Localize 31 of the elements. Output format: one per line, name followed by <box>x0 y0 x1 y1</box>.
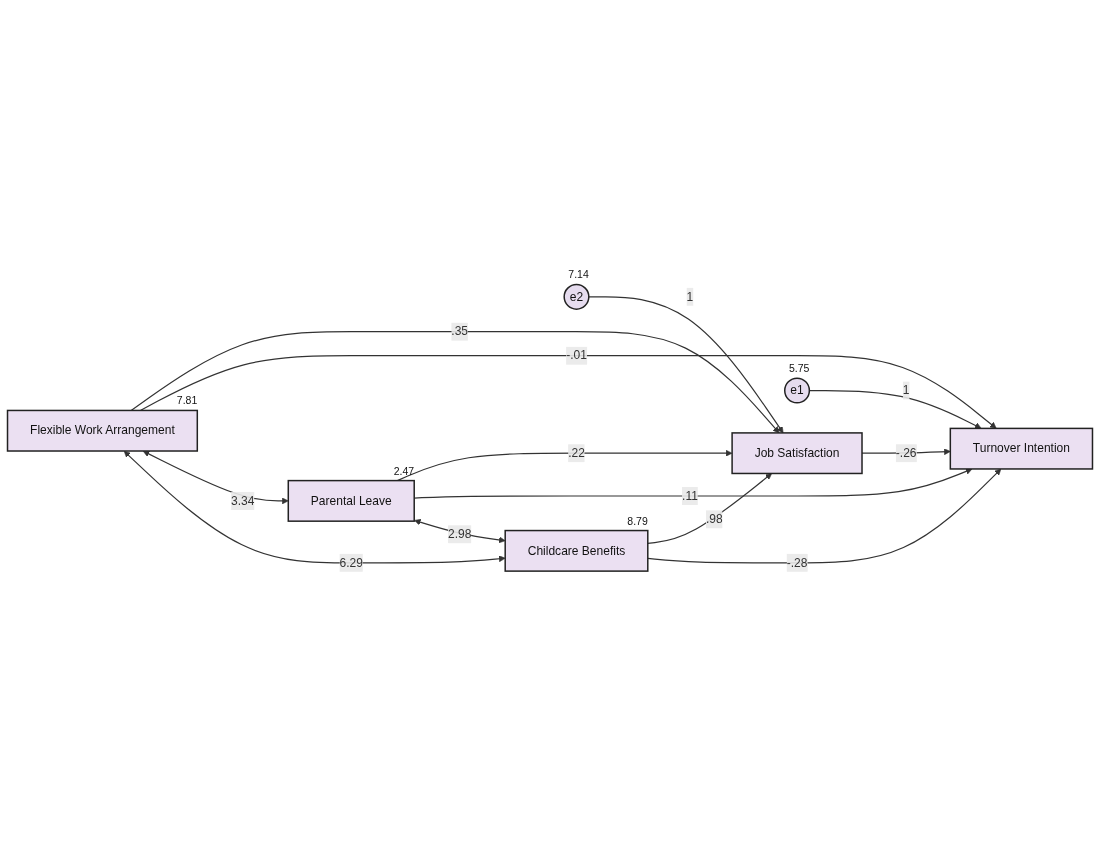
variance-label: 7.14 <box>568 268 589 281</box>
edge-label: .35 <box>451 324 469 338</box>
arrow <box>396 449 733 482</box>
variance-label: 2.47 <box>393 464 415 477</box>
arrow <box>647 468 1002 564</box>
arrow <box>142 450 289 504</box>
variance-label: 5.75 <box>788 362 810 375</box>
node-circle: e1 <box>784 377 811 404</box>
edge-label: -.01 <box>566 348 587 362</box>
arrow <box>647 473 772 544</box>
edge-label: 6.29 <box>339 555 363 569</box>
edge-label: -.26 <box>895 446 917 460</box>
node-circle: e2 <box>563 283 590 310</box>
edge-label: .98 <box>705 512 723 526</box>
edge-label: .22 <box>568 446 585 460</box>
node-box: Parental Leave <box>287 479 415 522</box>
edge-label: 1 <box>902 383 910 397</box>
node-box: Job Satisfaction <box>731 431 863 475</box>
variance-label: 8.79 <box>627 514 648 527</box>
arrow <box>130 330 780 433</box>
edge-label: 2.98 <box>448 527 472 541</box>
edge-label: .11 <box>682 489 698 502</box>
node-box: Flexible Work Arrangement <box>6 409 199 452</box>
arrow <box>139 354 997 429</box>
node-box: Childcare Benefits <box>504 529 649 572</box>
node-box: Turnover Intention <box>949 427 1094 470</box>
edge-label: 3.34 <box>231 493 255 507</box>
edge-label: 1 <box>686 289 694 303</box>
variance-label: 7.81 <box>176 394 198 407</box>
edge-label: -.28 <box>786 555 808 569</box>
arrow <box>588 296 784 433</box>
